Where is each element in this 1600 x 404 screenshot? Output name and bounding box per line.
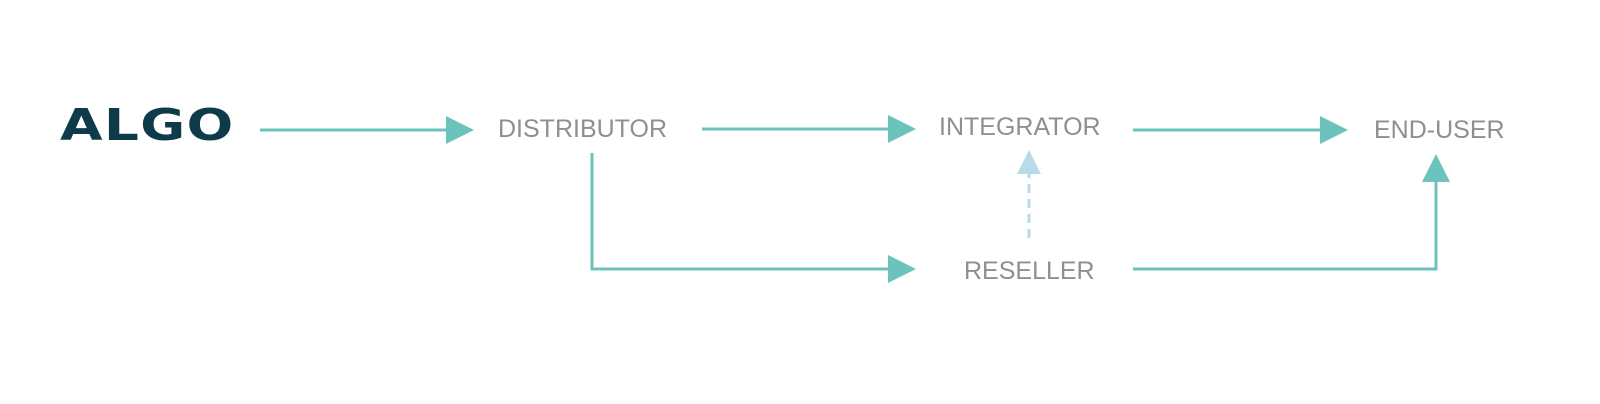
arrow-distributor-to-integrator xyxy=(702,115,916,143)
node-end-user: END-USER xyxy=(1374,116,1505,144)
arrow-distributor-to-reseller xyxy=(590,153,916,283)
arrow-integrator-to-enduser xyxy=(1133,116,1348,144)
arrow-reseller-to-integrator-dashed xyxy=(1017,150,1041,238)
arrow-reseller-to-enduser xyxy=(1133,154,1450,271)
node-integrator: INTEGRATOR xyxy=(939,113,1101,141)
node-reseller: RESELLER xyxy=(964,257,1095,285)
algo-logo: ALGO xyxy=(60,100,235,151)
node-distributor: DISTRIBUTOR xyxy=(498,115,667,143)
arrow-algo-to-distributor xyxy=(260,116,474,144)
